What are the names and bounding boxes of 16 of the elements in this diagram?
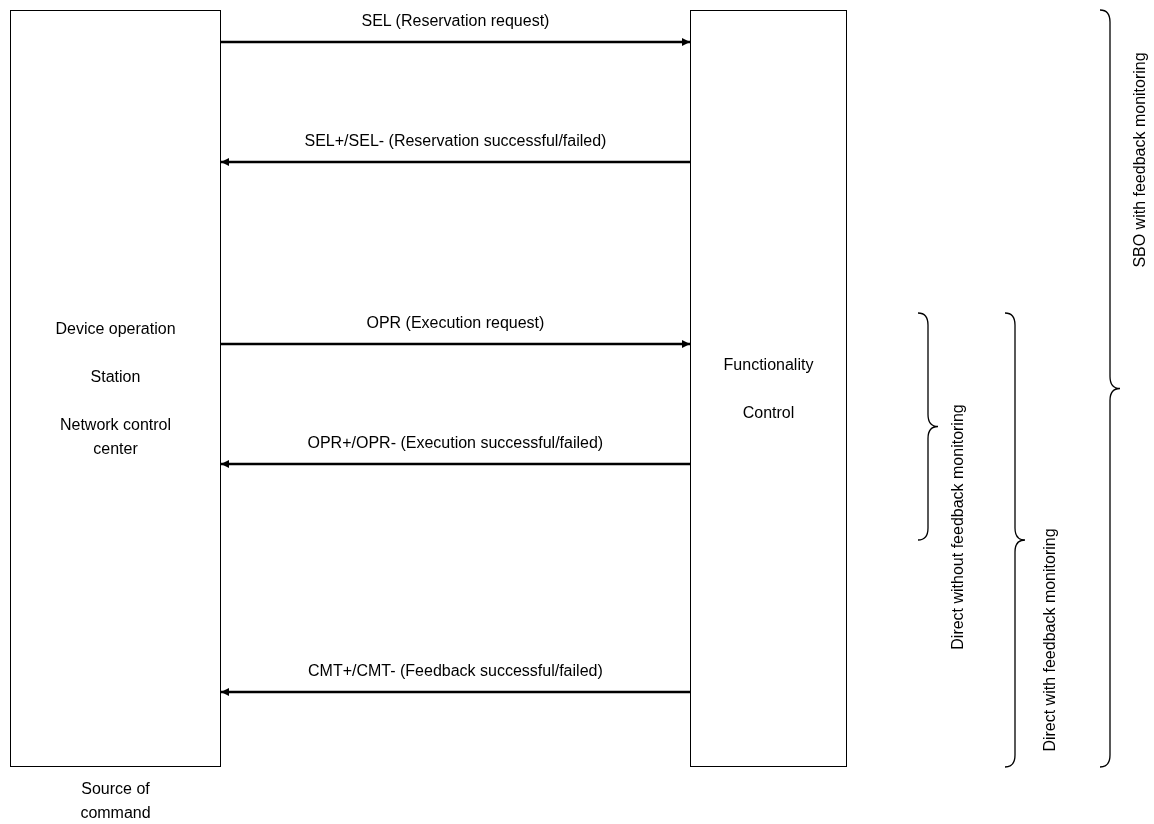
node-text: Device operation: [55, 318, 176, 339]
node-text: Network control center: [58, 414, 173, 459]
caption-text: Source of command: [79, 779, 152, 823]
arrow: [221, 340, 690, 348]
arrow: [221, 688, 690, 696]
bracket-label: Direct with feedback monitoring: [1041, 528, 1059, 752]
node-text: Control: [742, 402, 795, 423]
node-text: Station: [90, 366, 141, 387]
arrow: [221, 158, 690, 166]
target-box: [690, 10, 847, 767]
node-text: Functionality: [723, 354, 814, 375]
arrow: [221, 460, 690, 468]
bracket-label: Direct without feedback monitoring: [949, 403, 967, 650]
bracket-label: SBO with feedback monitoring: [1131, 52, 1149, 268]
arrow: [221, 38, 690, 46]
source-box: [10, 10, 221, 767]
